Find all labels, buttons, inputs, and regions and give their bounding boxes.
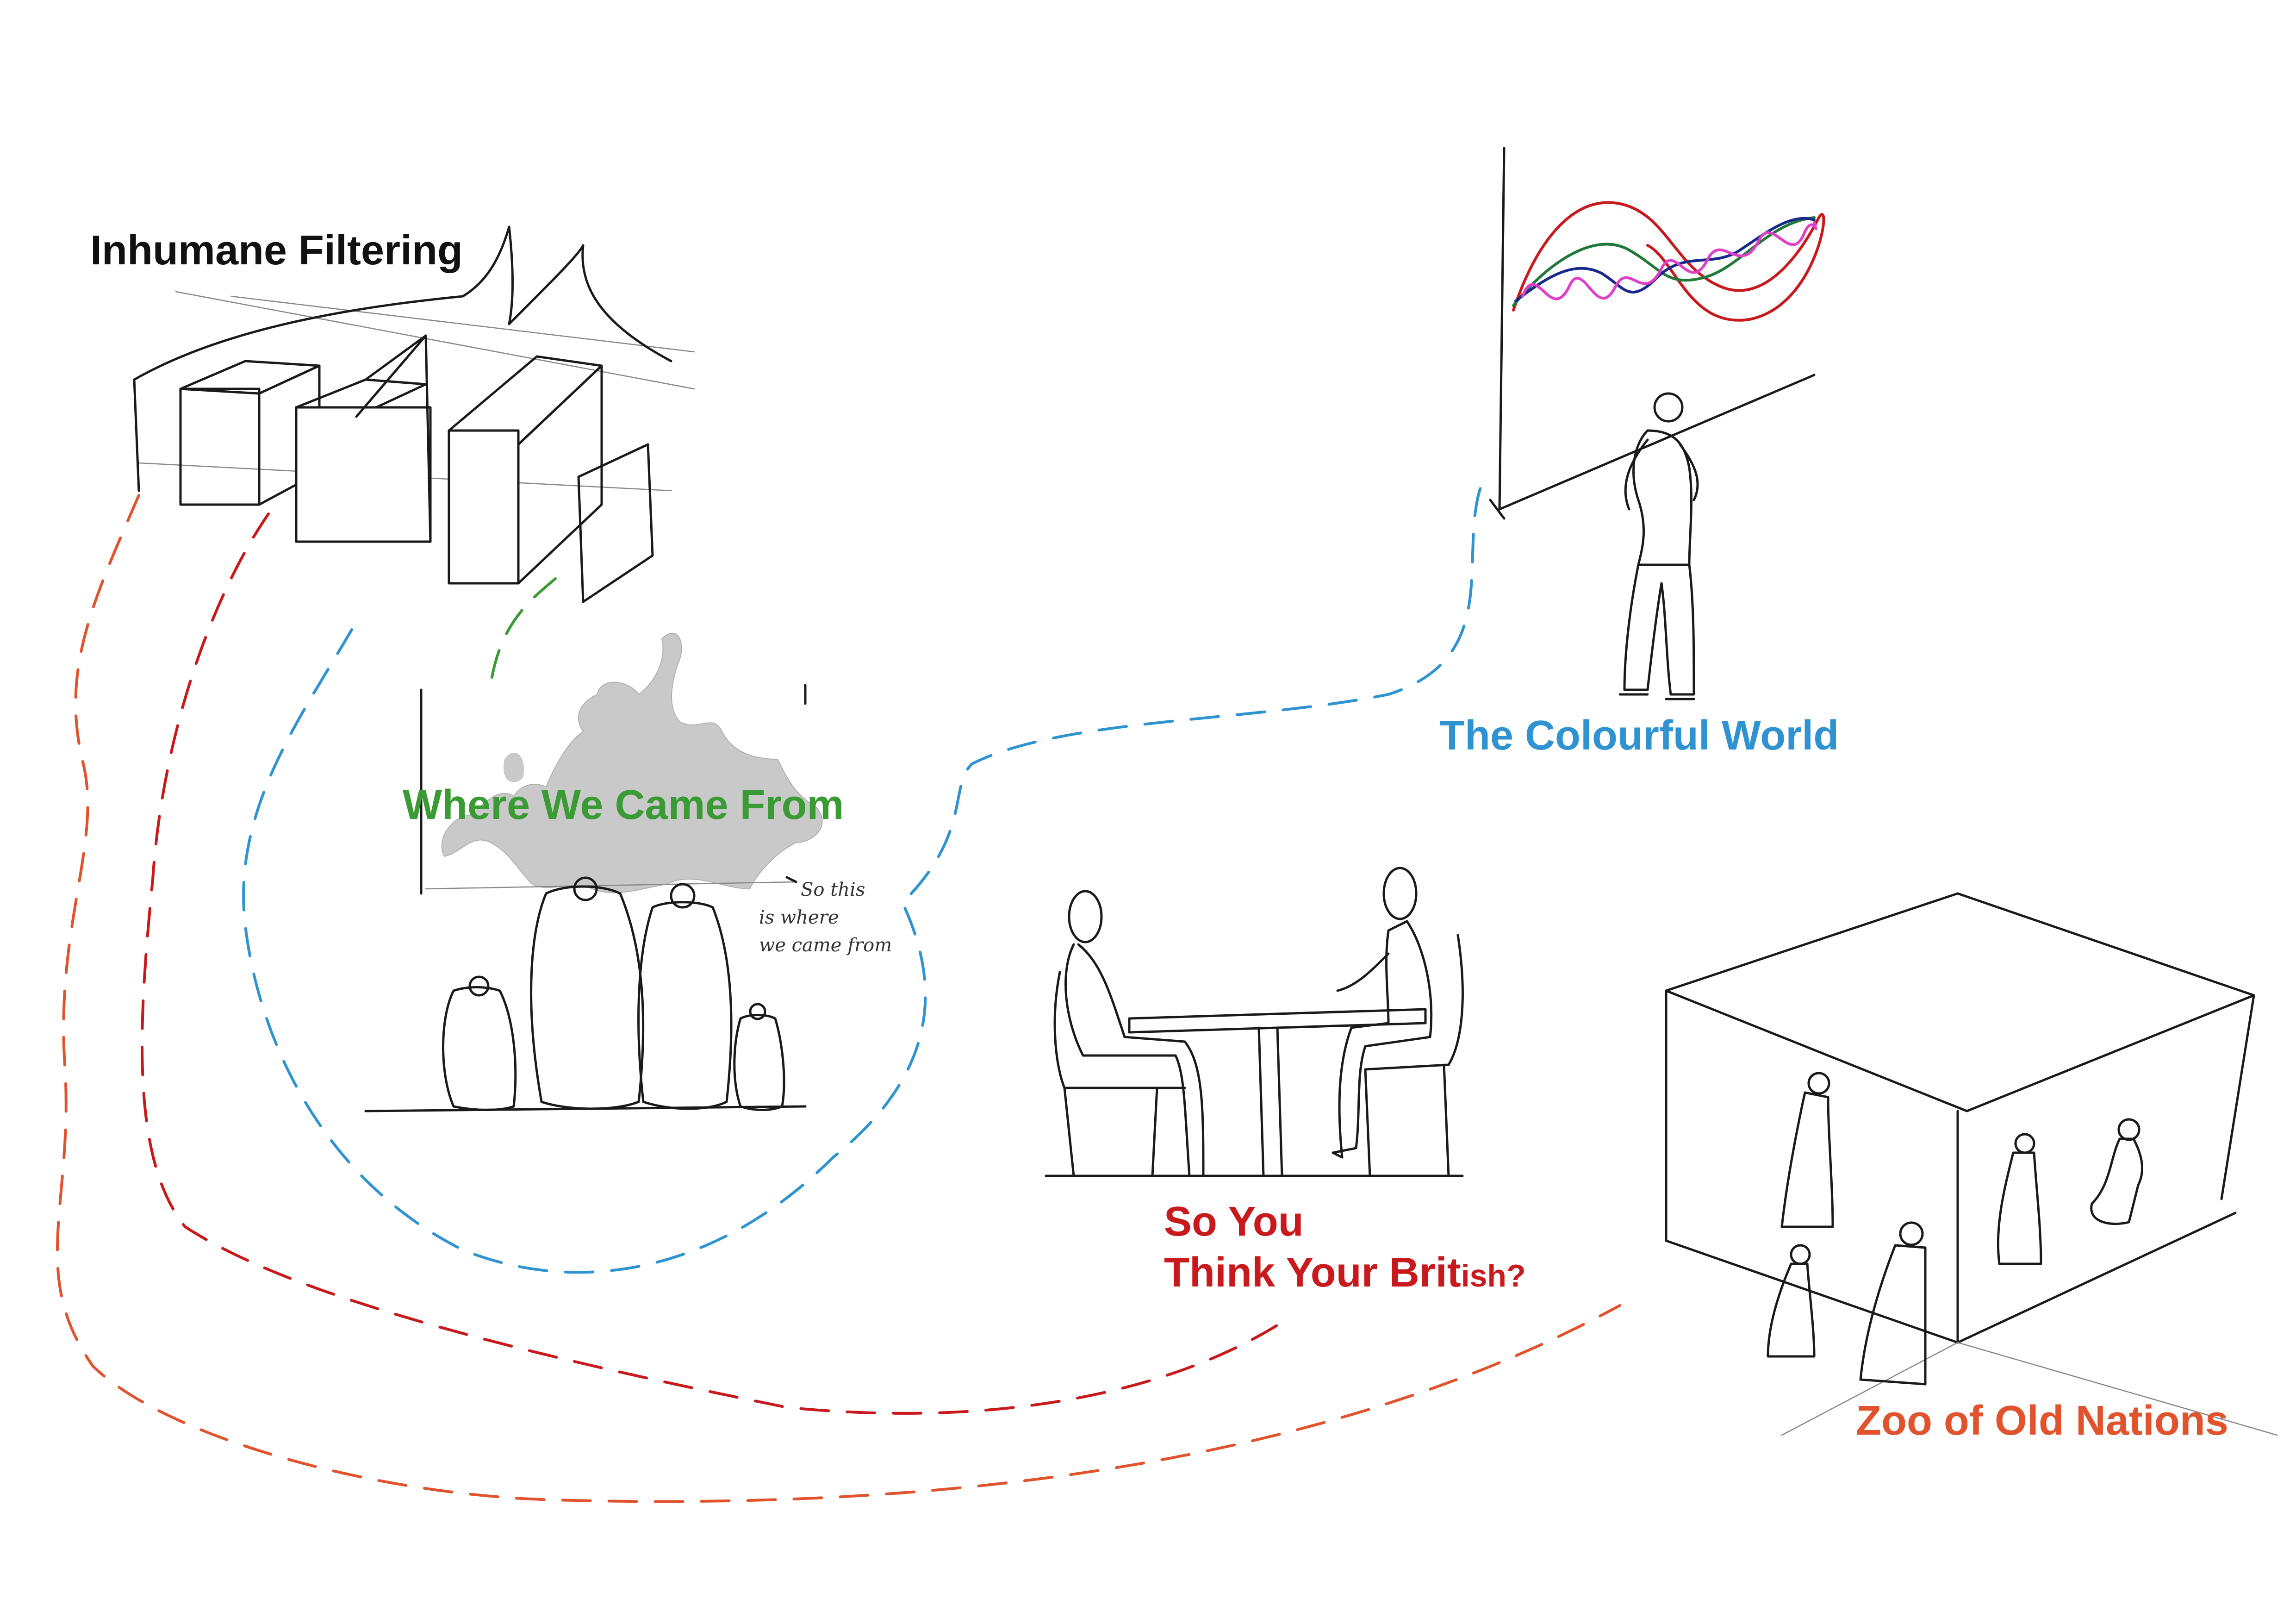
colourful-world-sketch [1490,148,1814,699]
station-title-think-british-line1: So You [1164,1199,1304,1245]
interview-table-sketch [1046,868,1462,1176]
station-title-zoo-old-nations: Zoo of Old Nations [1856,1398,2228,1444]
europe-map-sketch: So this is where we came from [366,633,892,1111]
map-note-line1: So this [801,879,865,900]
station-title-think-british-line2: Think Your British? [1164,1250,1526,1296]
think-british-main-text: Think Your Brit [1164,1249,1461,1296]
wave-magenta [1523,222,1816,299]
europe-map-silhouette [442,633,822,893]
station-title-where-we-came-from: Where We Came From [403,782,844,828]
filtering-boxes-sketch [134,227,694,602]
map-note-line2: is where [759,907,839,928]
path-filtering-to-zoo [57,495,1620,1501]
colourful-waves [1513,202,1823,320]
zoo-cage-sketch [1666,893,2277,1435]
path-filtering-to-origin [491,579,555,685]
think-british-small-text: ish? [1461,1258,1526,1293]
map-note-line3: we came from [759,935,892,956]
station-title-inhumane-filtering: Inhumane Filtering [90,228,463,274]
station-title-colourful-world: The Colourful World [1439,713,1839,759]
path-filtering-to-british [142,514,1287,1413]
